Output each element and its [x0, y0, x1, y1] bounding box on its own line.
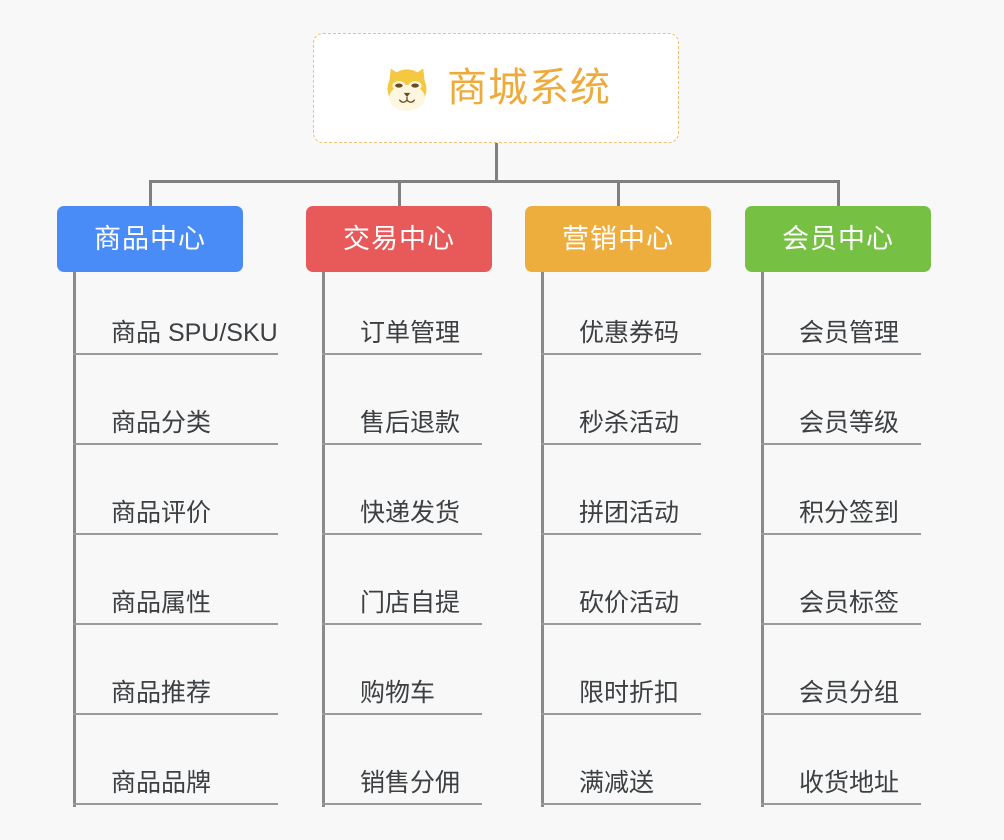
leaf-underline: [73, 353, 278, 355]
leaf-label: 积分签到: [799, 499, 900, 527]
branch-drop-1: [149, 180, 152, 206]
leaf-underline: [761, 623, 921, 625]
branch-spine: [73, 272, 76, 807]
leaf-label: 商品品牌: [111, 769, 212, 797]
leaf-label: 商品评价: [111, 499, 212, 527]
leaf-label: 限时折扣: [579, 679, 680, 707]
branch-spine: [541, 272, 544, 807]
leaf-underline: [761, 353, 921, 355]
leaf-underline: [541, 533, 701, 535]
leaf-label: 收货地址: [799, 769, 900, 797]
leaf-label: 会员标签: [799, 589, 900, 617]
category-box-3[interactable]: 营销中心: [525, 206, 711, 272]
leaf-underline: [761, 533, 921, 535]
horizontal-bus: [150, 180, 838, 183]
leaf-underline: [322, 533, 482, 535]
root-title: 商城系统: [447, 66, 611, 110]
leaf-item[interactable]: 销售分佣: [322, 715, 482, 805]
branch-spine: [761, 272, 764, 807]
category-label: 交易中心: [343, 223, 455, 254]
leaf-underline: [73, 803, 278, 805]
branch-drop-4: [837, 180, 840, 206]
leaf-label: 砍价活动: [579, 589, 680, 617]
leaf-label: 满减送: [579, 769, 655, 797]
leaf-label: 秒杀活动: [579, 409, 680, 437]
leaf-item[interactable]: 拼团活动: [541, 445, 701, 535]
leaf-underline: [761, 713, 921, 715]
leaf-underline: [541, 803, 701, 805]
leaf-item[interactable]: 商品评价: [73, 445, 278, 535]
leaf-label: 购物车: [360, 679, 436, 707]
category-box-4[interactable]: 会员中心: [745, 206, 931, 272]
leaf-label: 订单管理: [360, 319, 461, 347]
leaf-underline: [73, 443, 278, 445]
branch-drop-2: [398, 180, 401, 206]
leaf-item[interactable]: 会员分组: [761, 625, 921, 715]
leaf-underline: [322, 623, 482, 625]
leaf-label: 商品推荐: [111, 679, 212, 707]
leaf-item[interactable]: 限时折扣: [541, 625, 701, 715]
leaf-label: 会员等级: [799, 409, 900, 437]
branch-drop-3: [617, 180, 620, 206]
leaf-item[interactable]: 优惠券码: [541, 265, 701, 355]
leaf-label: 商品分类: [111, 409, 212, 437]
leaf-underline: [322, 443, 482, 445]
leaf-label: 商品属性: [111, 589, 212, 617]
leaf-underline: [541, 713, 701, 715]
leaf-label: 售后退款: [360, 409, 461, 437]
leaf-underline: [73, 623, 278, 625]
category-label: 会员中心: [782, 223, 894, 254]
leaf-label: 门店自提: [360, 589, 461, 617]
leaf-label: 商品 SPU/SKU: [111, 319, 278, 347]
category-box-2[interactable]: 交易中心: [306, 206, 492, 272]
leaf-underline: [322, 713, 482, 715]
leaf-item[interactable]: 商品品牌: [73, 715, 278, 805]
leaf-underline: [73, 713, 278, 715]
leaf-underline: [322, 353, 482, 355]
leaf-item[interactable]: 商品推荐: [73, 625, 278, 715]
leaf-underline: [761, 443, 921, 445]
root-stem: [495, 143, 498, 183]
leaf-item[interactable]: 秒杀活动: [541, 355, 701, 445]
leaf-underline: [541, 623, 701, 625]
leaf-item[interactable]: 满减送: [541, 715, 701, 805]
leaf-item[interactable]: 门店自提: [322, 535, 482, 625]
leaf-label: 会员分组: [799, 679, 900, 707]
leaf-underline: [541, 443, 701, 445]
leaf-item[interactable]: 商品分类: [73, 355, 278, 445]
dog-face-icon: [381, 62, 433, 114]
leaf-label: 拼团活动: [579, 499, 680, 527]
category-label: 商品中心: [94, 223, 206, 254]
leaf-item[interactable]: 购物车: [322, 625, 482, 715]
leaf-underline: [761, 803, 921, 805]
leaf-item[interactable]: 订单管理: [322, 265, 482, 355]
branch-spine: [322, 272, 325, 807]
leaf-underline: [73, 533, 278, 535]
leaf-item[interactable]: 快递发货: [322, 445, 482, 535]
root-node[interactable]: 商城系统: [313, 33, 679, 143]
leaf-item[interactable]: 售后退款: [322, 355, 482, 445]
leaf-item[interactable]: 会员等级: [761, 355, 921, 445]
leaf-item[interactable]: 商品 SPU/SKU: [73, 265, 278, 355]
leaf-item[interactable]: 商品属性: [73, 535, 278, 625]
leaf-item[interactable]: 会员管理: [761, 265, 921, 355]
leaf-label: 快递发货: [360, 499, 461, 527]
leaf-label: 优惠券码: [579, 319, 680, 347]
leaf-item[interactable]: 会员标签: [761, 535, 921, 625]
leaf-label: 会员管理: [799, 319, 900, 347]
leaf-underline: [322, 803, 482, 805]
leaf-item[interactable]: 收货地址: [761, 715, 921, 805]
leaf-underline: [541, 353, 701, 355]
leaf-label: 销售分佣: [360, 769, 461, 797]
category-label: 营销中心: [562, 223, 674, 254]
leaf-item[interactable]: 砍价活动: [541, 535, 701, 625]
leaf-item[interactable]: 积分签到: [761, 445, 921, 535]
category-box-1[interactable]: 商品中心: [57, 206, 243, 272]
